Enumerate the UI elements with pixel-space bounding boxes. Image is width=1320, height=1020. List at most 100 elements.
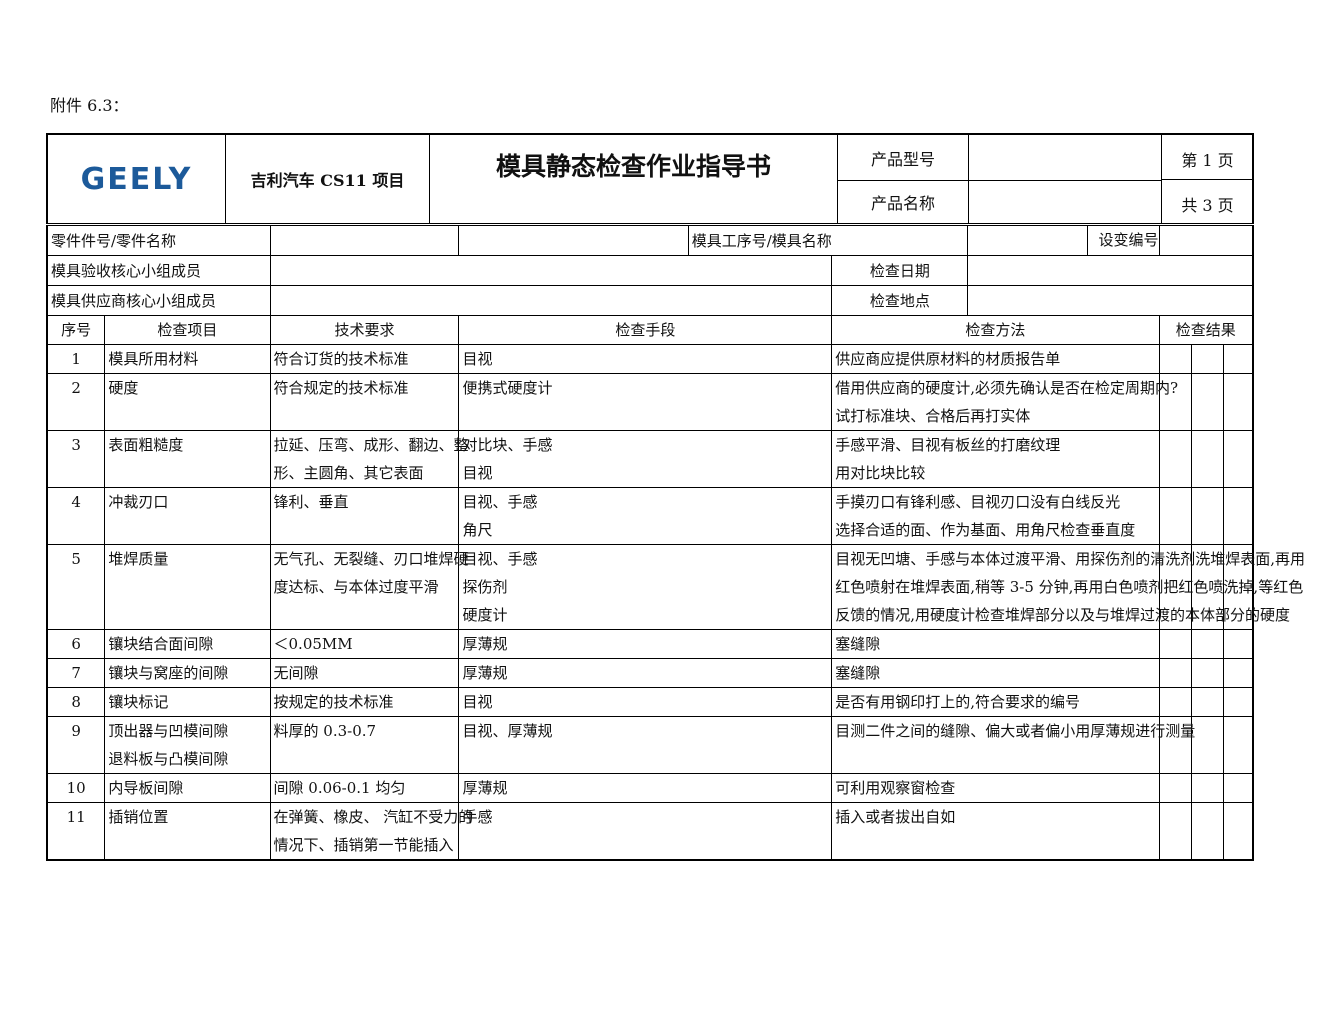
part-name-field xyxy=(458,225,689,256)
row-method-line: 是否有用钢印打上的,符合要求的编号 xyxy=(835,693,1080,711)
row-tool-line: 角尺 xyxy=(462,521,493,539)
result-checkbox-cell xyxy=(1222,687,1254,717)
row-req: ＜0.05MM xyxy=(269,629,460,659)
row-req: 符合规定的技术标准 xyxy=(269,373,460,431)
row-seq: 7 xyxy=(46,658,106,688)
row-req-line: 料厚的 0.3-0.7 xyxy=(273,722,377,740)
row-method-line: 用对比块比较 xyxy=(835,464,926,482)
result-checkbox-cell xyxy=(1190,802,1224,861)
product-model-row: 产品型号 xyxy=(838,135,1161,181)
row-item-line: 镶块与窝座的间隙 xyxy=(108,664,229,682)
row-seq: 1 xyxy=(46,344,106,374)
result-checkbox-cell xyxy=(1222,629,1254,659)
row-method-line: 供应商应提供原材料的材质报告单 xyxy=(835,350,1061,368)
row-method-line: 塞缝隙 xyxy=(835,635,881,653)
document-header: GEELY 吉利汽车 CS11 项目 模具静态检查作业指导书 产品型号 产品名称… xyxy=(46,133,1254,224)
row-item-line: 硬度 xyxy=(108,379,139,397)
row-item-line: 顶出器与凹模间隙 xyxy=(108,722,229,740)
row-item: 镶块结合面间隙 xyxy=(104,629,271,659)
row-req-line: 按规定的技术标准 xyxy=(273,693,394,711)
result-checkbox-cell xyxy=(1158,430,1192,488)
die-field: 设变编号 xyxy=(967,225,1160,256)
row-method: 目视无凹塘、手感与本体过渡平滑、用探伤剂的清洗剂洗堆焊表面,再用红色喷射在堆焊表… xyxy=(831,544,1305,630)
row-tool-line: 目视 xyxy=(462,464,493,482)
row-tool: 手感 xyxy=(458,802,833,861)
row-tool: 目视、手感探伤剂硬度计 xyxy=(458,544,833,630)
row-item-line: 镶块标记 xyxy=(108,693,169,711)
change-label: 设变编号 xyxy=(1098,231,1159,249)
col-tool: 检查手段 xyxy=(458,315,833,345)
acceptance-row: 模具验收核心小组成员 检查日期 xyxy=(46,255,1254,286)
result-checkbox-cell xyxy=(1190,544,1224,630)
row-method-line: 借用供应商的硬度计,必须先确认是否在检定周期内? xyxy=(835,379,1179,397)
row-method-line: 目测二件之间的缝隙、偏大或者偏小用厚薄规进行测量 xyxy=(835,722,1196,740)
row-tool: 对比块、手感目视 xyxy=(458,430,833,488)
row-item: 内导板间隙 xyxy=(104,773,271,803)
result-checkbox-cell xyxy=(1222,716,1254,774)
row-tool-line: 便携式硬度计 xyxy=(462,379,553,397)
row-method: 插入或者拔出自如 xyxy=(831,802,1160,861)
row-seq: 2 xyxy=(46,373,106,431)
row-req: 无气孔、无裂缝、刃口堆焊硬度达标、与本体过度平滑 xyxy=(269,544,469,630)
row-seq: 4 xyxy=(46,487,106,545)
attachment-label: 附件 6.3： xyxy=(50,96,129,115)
result-checkbox-cell xyxy=(1222,430,1254,488)
result-checkbox-cell xyxy=(1158,658,1192,688)
row-method: 目测二件之间的缝隙、偏大或者偏小用厚薄规进行测量 xyxy=(831,716,1196,774)
geely-logo: GEELY xyxy=(80,161,193,197)
page-info: 第 1 页 共 3 页 xyxy=(1162,135,1254,223)
row-seq: 8 xyxy=(46,687,106,717)
result-checkbox-cell xyxy=(1190,373,1224,431)
row-item-line: 镶块结合面间隙 xyxy=(108,635,214,653)
row-tool-line: 目视 xyxy=(462,693,493,711)
col-result: 检查结果 xyxy=(1158,315,1254,345)
row-seq: 10 xyxy=(46,773,106,803)
check-place-field xyxy=(967,285,1254,316)
row-tool-line: 厚薄规 xyxy=(462,635,508,653)
row-tool: 便携式硬度计 xyxy=(458,373,833,431)
row-req: 拉延、压弯、成形、翻边、整形、主圆角、其它表面 xyxy=(269,430,469,488)
die-label: 模具工序号/模具名称 xyxy=(687,225,969,256)
result-checkbox-cell xyxy=(1190,487,1224,545)
result-checkbox-cell xyxy=(1190,716,1224,774)
acceptance-label: 模具验收核心小组成员 xyxy=(46,255,271,286)
result-checkbox-cell xyxy=(1158,487,1192,545)
row-tool: 目视 xyxy=(458,344,833,374)
row-item-line: 内导板间隙 xyxy=(108,779,184,797)
check-date-field xyxy=(967,255,1254,286)
row-tool: 目视、手感角尺 xyxy=(458,487,833,545)
row-method: 是否有用钢印打上的,符合要求的编号 xyxy=(831,687,1160,717)
row-method-line: 反馈的情况,用硬度计检查堆焊部分以及与堆焊过渡的本体部分的硬度 xyxy=(835,606,1290,624)
row-req-line: 锋利、垂直 xyxy=(273,493,349,511)
result-checkbox-cell xyxy=(1190,344,1224,374)
row-item: 模具所用材料 xyxy=(104,344,271,374)
row-tool: 厚薄规 xyxy=(458,629,833,659)
inspection-table: 零件件号/零件名称 模具工序号/模具名称 设变编号 模具验收核心小组成员 检查日… xyxy=(46,225,1305,861)
result-checkbox-cell xyxy=(1222,344,1254,374)
row-seq: 11 xyxy=(46,802,106,861)
row-item-line: 冲裁刃口 xyxy=(108,493,169,511)
row-method-line: 选择合适的面、作为基面、用角尺检查垂直度 xyxy=(835,521,1136,539)
col-req: 技术要求 xyxy=(269,315,460,345)
row-req-line: 无气孔、无裂缝、刃口堆焊硬 xyxy=(273,550,469,568)
row-tool: 厚薄规 xyxy=(458,773,833,803)
row-item-line: 堆焊质量 xyxy=(108,550,169,568)
row-tool-line: 目视、手感 xyxy=(462,550,538,568)
row-tool-line: 目视、手感 xyxy=(462,493,538,511)
row-item: 硬度 xyxy=(104,373,271,431)
col-item: 检查项目 xyxy=(104,315,271,345)
logo-cell: GEELY xyxy=(48,135,226,223)
row-item: 镶块与窝座的间隙 xyxy=(104,658,271,688)
row-tool: 目视、厚薄规 xyxy=(458,716,833,774)
row-req-line: 无间隙 xyxy=(273,664,319,682)
row-method-line: 塞缝隙 xyxy=(835,664,881,682)
row-req: 无间隙 xyxy=(269,658,460,688)
row-method-line: 红色喷射在堆焊表面,稍等 3-5 分钟,再用白色喷剂把红色喷洗掉,等红色 xyxy=(835,578,1304,596)
die-name-field xyxy=(968,226,1089,255)
